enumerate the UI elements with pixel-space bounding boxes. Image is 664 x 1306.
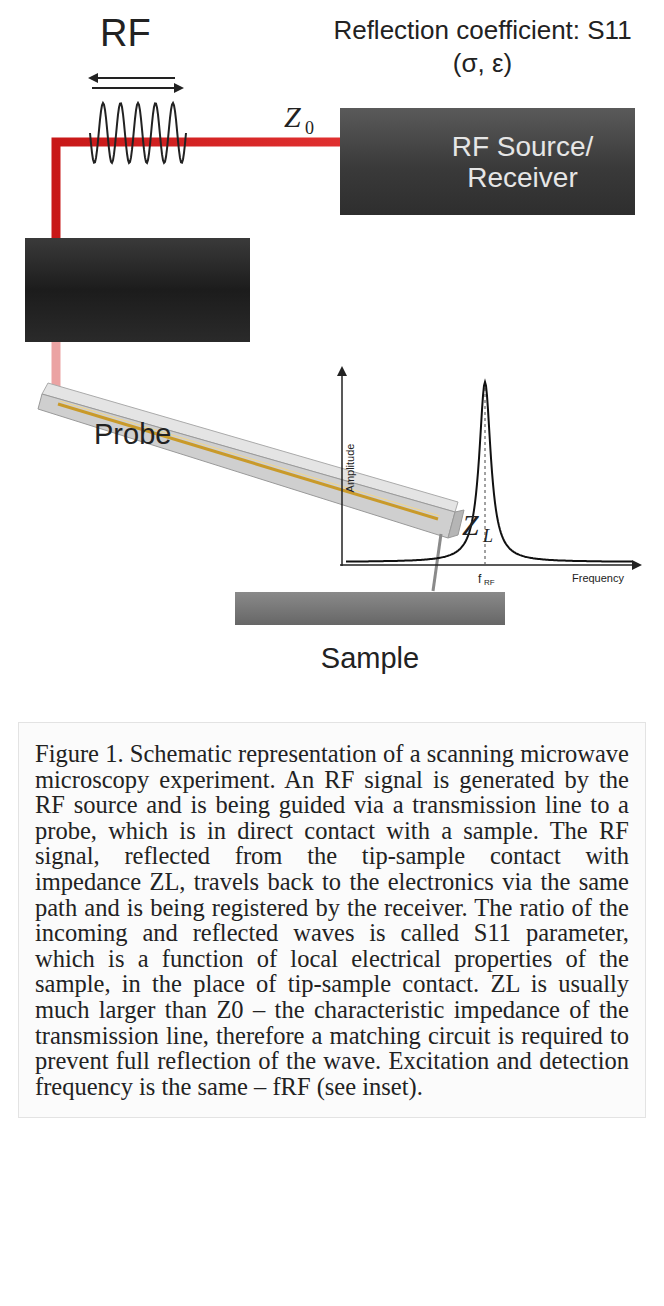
sample-block: Sample [235, 592, 505, 625]
axis-tick: f [478, 572, 481, 586]
impedance-symbol: Z [462, 508, 479, 542]
axis [341, 368, 343, 566]
arrow [90, 77, 175, 79]
parameter-label: Reflection coefficient: S11 (σ, ε) [330, 14, 635, 80]
impedance-symbol: Z [284, 100, 301, 134]
axis [340, 564, 640, 566]
probe-top [42, 383, 458, 512]
probe-conductor [58, 404, 438, 519]
node-text: RF Source/ Receiver [443, 131, 603, 193]
subscript: 0 [305, 118, 314, 139]
figure-caption: Figure 1. Schematic representation of a … [18, 722, 646, 1118]
rf-wave [90, 103, 186, 163]
transmission-line [56, 142, 342, 240]
probe-body [38, 394, 455, 538]
resonance-curve [346, 382, 632, 562]
signal-name: RF [100, 12, 151, 55]
device-box: RF Source/ Receiver [340, 108, 635, 215]
probe-end [448, 510, 464, 538]
probe-conductor [60, 401, 440, 516]
axis-label: Frequency [572, 572, 624, 584]
probe-tip [433, 534, 441, 591]
part-name: Probe [94, 418, 171, 451]
subscript: L [483, 526, 493, 547]
matching-circuit [25, 238, 250, 342]
subscript: RF [484, 578, 495, 587]
axis-label: Amplitude [344, 444, 356, 493]
node-text: Sample [235, 642, 505, 675]
arrow [92, 87, 182, 89]
